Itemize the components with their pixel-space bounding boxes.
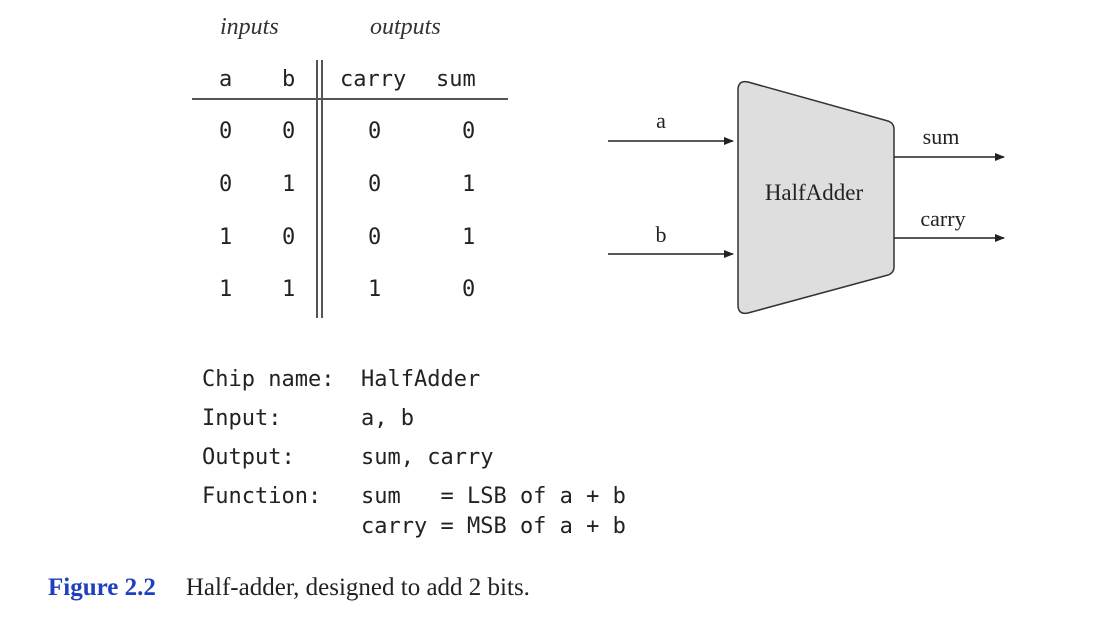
- input-b-label: b: [656, 222, 667, 247]
- spec-chip-name-value: HalfAdder: [361, 367, 481, 392]
- column-header-b: b: [282, 67, 296, 92]
- table-cell: 0: [282, 119, 296, 144]
- spec-output-key: Output:: [202, 445, 295, 470]
- outputs-group-label: outputs: [370, 14, 441, 40]
- table-cell: 0: [219, 172, 233, 197]
- table-cell: 0: [219, 119, 233, 144]
- figure-caption: Figure 2.2 Half-adder, designed to add 2 …: [48, 574, 530, 602]
- column-header-sum: sum: [436, 67, 476, 92]
- input-a-label: a: [656, 108, 666, 133]
- table-cell: 1: [462, 172, 476, 197]
- column-header-carry: carry: [340, 67, 407, 92]
- table-cell: 1: [282, 172, 296, 197]
- spec-function-line-1: sum = LSB of a + b: [361, 484, 626, 509]
- table-cell: 1: [219, 225, 233, 250]
- table-cell: 0: [282, 225, 296, 250]
- figure-number: Figure 2.2: [48, 574, 156, 601]
- output-carry-label: carry: [920, 206, 965, 231]
- caption-text: Half-adder, designed to add 2 bits.: [185, 574, 530, 601]
- chip-body: [737, 80, 895, 315]
- table-cell: 0: [462, 119, 476, 144]
- table-cell: 0: [368, 119, 382, 144]
- output-sum-label: sum: [923, 124, 960, 149]
- spec-input-key: Input:: [202, 406, 282, 431]
- table-cell: 0: [462, 277, 476, 302]
- table-cell: 1: [462, 225, 476, 250]
- separator-line-left: [316, 60, 318, 318]
- table-cell: 1: [219, 277, 233, 302]
- column-header-a: a: [219, 67, 233, 92]
- chip-name-label: HalfAdder: [765, 180, 864, 205]
- spec-output-value: sum, carry: [361, 445, 494, 470]
- spec-input-value: a, b: [361, 406, 414, 431]
- table-cell: 0: [368, 225, 382, 250]
- header-rule: [192, 98, 508, 100]
- spec-function-line-2: carry = MSB of a + b: [361, 514, 626, 539]
- table-cell: 1: [368, 277, 382, 302]
- spec-chip-name-key: Chip name:: [202, 367, 335, 392]
- spec-function-key: Function:: [202, 484, 322, 509]
- inputs-group-label: inputs: [220, 14, 279, 40]
- separator-line-right: [321, 60, 323, 318]
- table-cell: 0: [368, 172, 382, 197]
- table-cell: 1: [282, 277, 296, 302]
